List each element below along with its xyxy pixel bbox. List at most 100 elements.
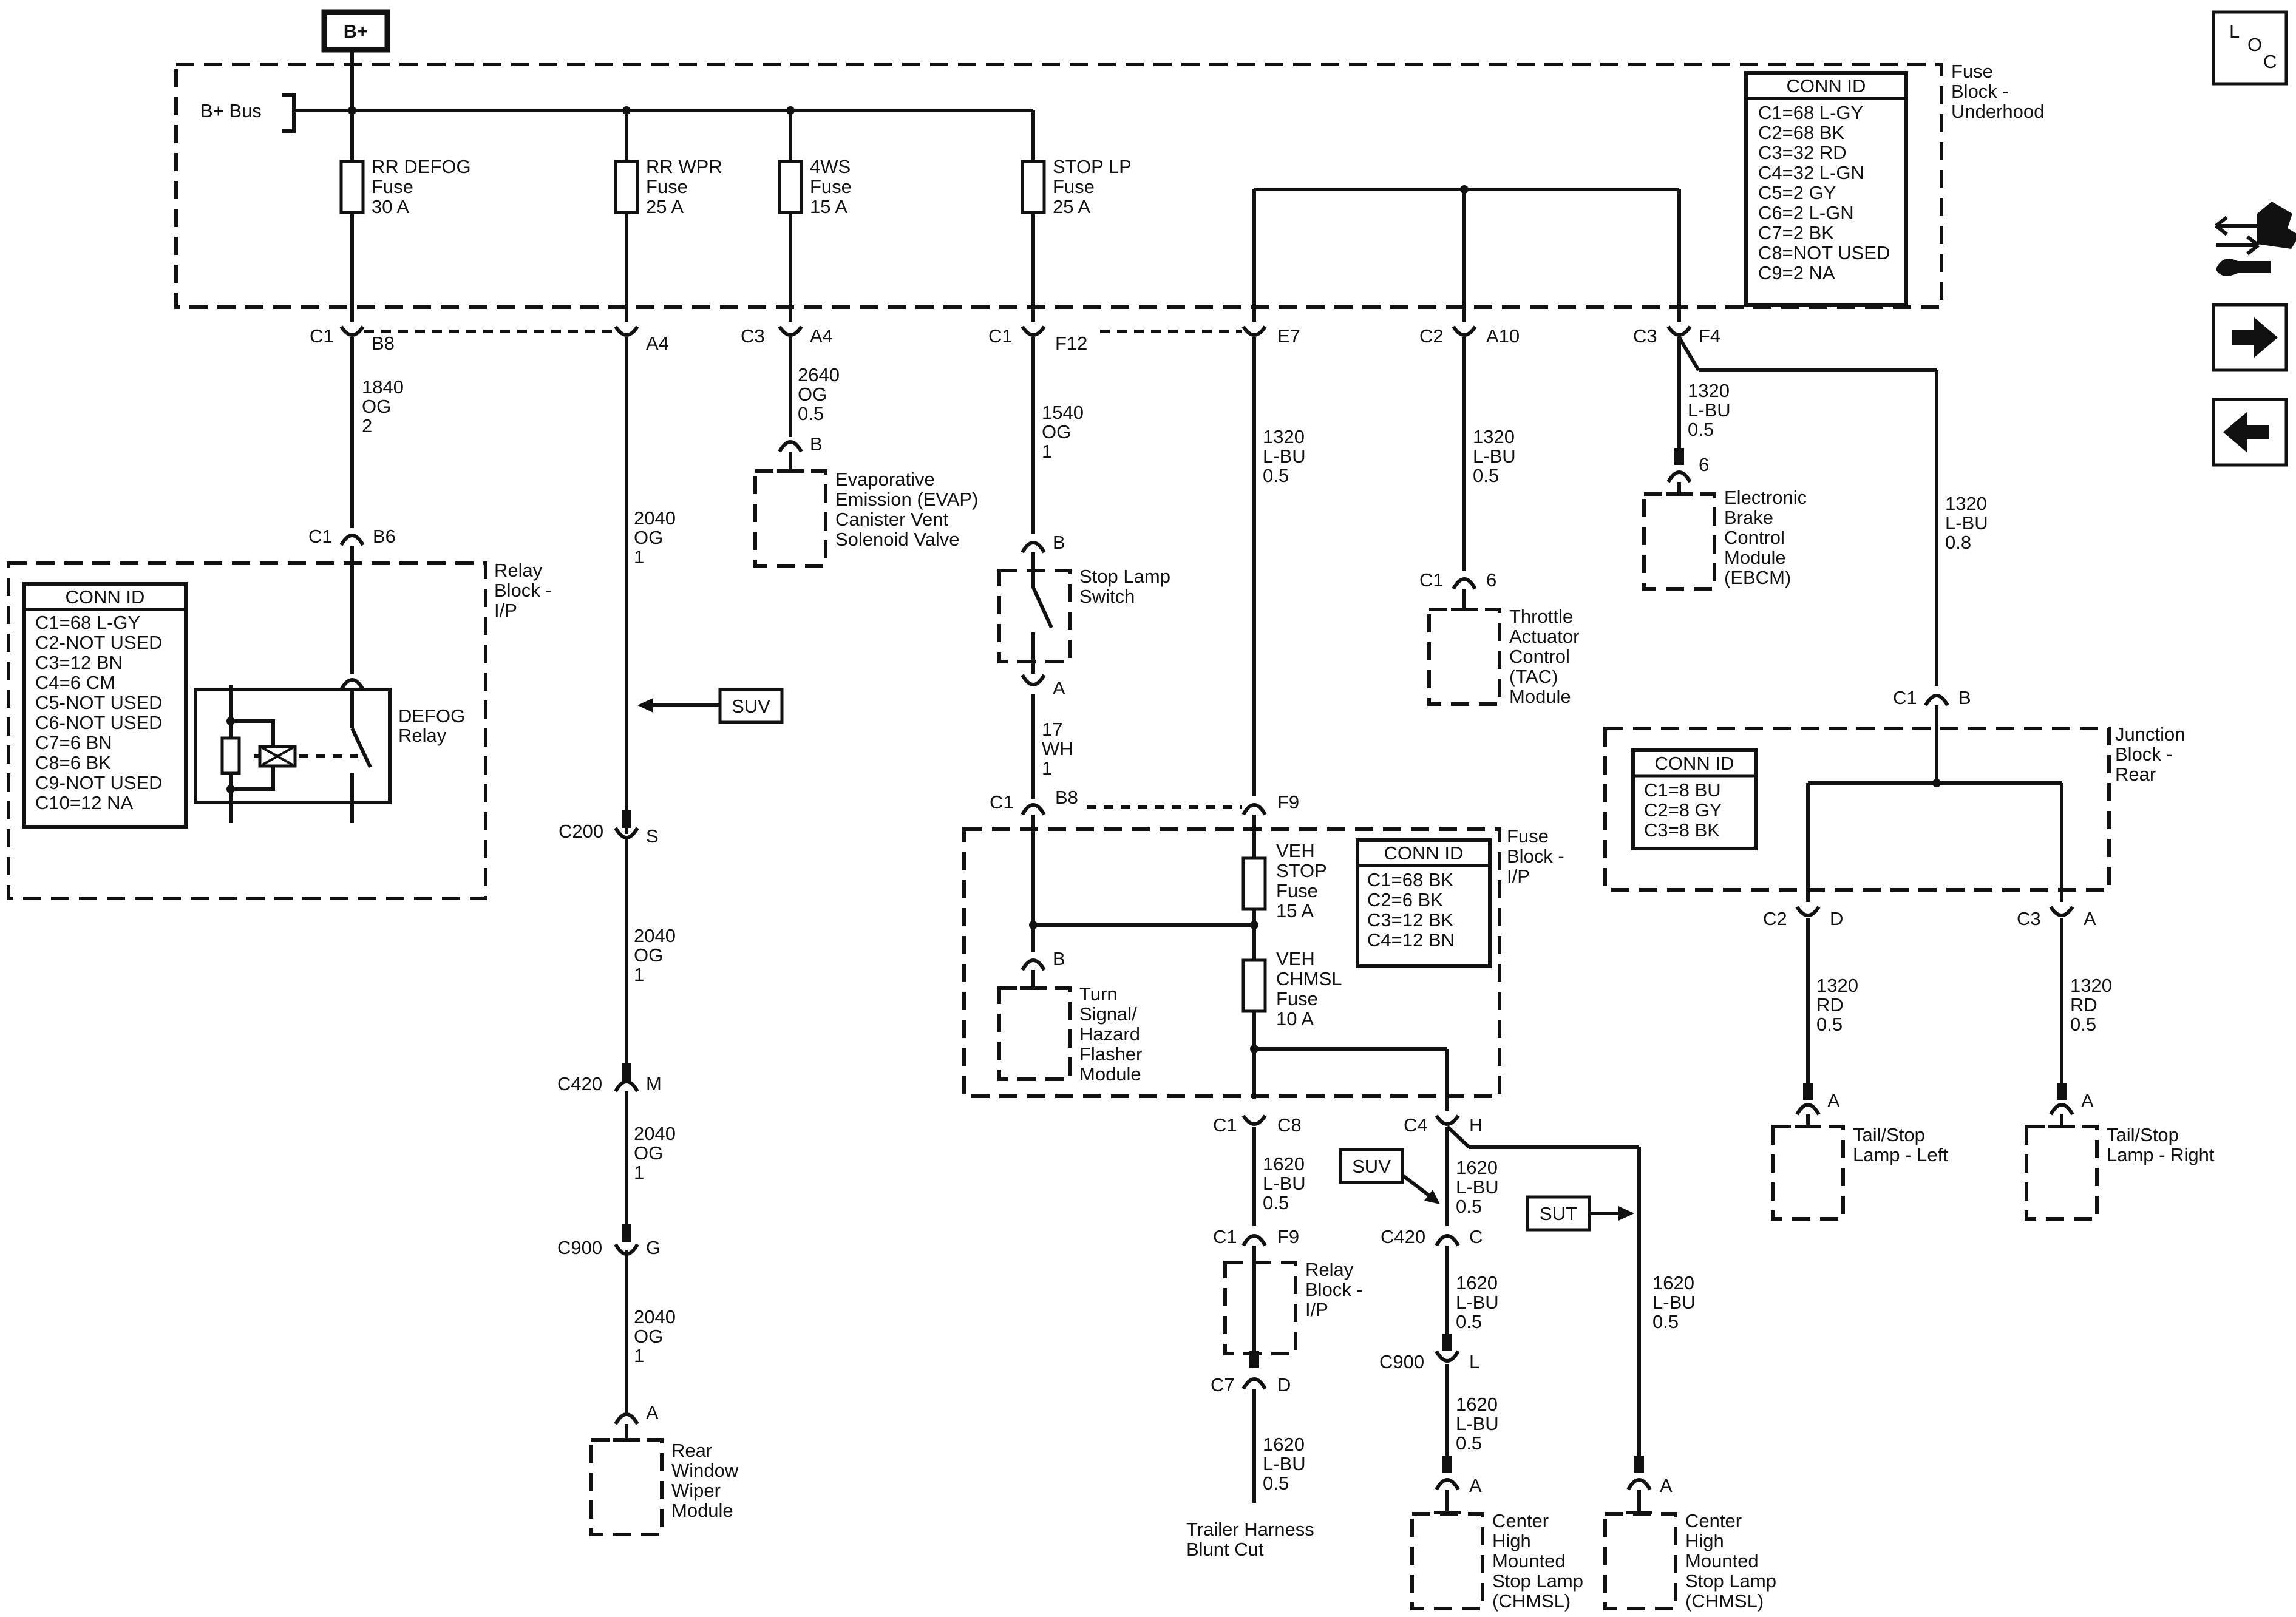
loc-icon[interactable]: L O C	[2212, 10, 2288, 86]
component-label: Signal/	[1079, 1003, 1137, 1025]
connector-label: C200	[559, 821, 603, 842]
component-label: Stop Lamp	[1079, 566, 1170, 587]
fuse-4ws: 4WS Fuse 15 A	[778, 110, 852, 322]
junction-block-title-2: Block -	[2115, 744, 2173, 765]
wire-color: RD	[1816, 994, 1844, 1015]
wire-circuit: 2040	[634, 1306, 676, 1327]
fuse-label: Fuse	[1276, 880, 1318, 901]
connector-pin: A	[1660, 1475, 1673, 1496]
conn-id-title: CONN ID	[1787, 75, 1866, 97]
connector-pin: A4	[646, 333, 669, 354]
relay-label: Relay	[398, 725, 447, 746]
fuse-block-ip-title-2: Block -	[1507, 846, 1564, 867]
connector-pin: B	[1053, 532, 1065, 553]
wire-size: 0.5	[2070, 1014, 2096, 1035]
connector-pin: F4	[1699, 325, 1720, 347]
wire-circuit: 1320	[2070, 975, 2112, 996]
wire-color: OG	[634, 1326, 663, 1347]
wire-color: L-BU	[1473, 446, 1516, 467]
conn-id-row: C8=NOT USED	[1758, 242, 1890, 263]
arrow-left-icon[interactable]	[2212, 398, 2288, 467]
wire-size: 1	[634, 964, 644, 985]
junction-block-rear-title: Junction Block - Rear	[2115, 724, 2185, 785]
junction-block-split	[1806, 779, 2063, 902]
connector-pin: C	[1469, 1226, 1483, 1247]
wire-color: OG	[634, 527, 663, 548]
junction-block-title-1: Junction	[2115, 724, 2185, 745]
connector-pin: 6	[1486, 569, 1496, 591]
component-label: (CHMSL)	[1685, 1590, 1764, 1612]
wire-size: 1	[634, 546, 644, 568]
wire-circuit: 1840	[362, 376, 404, 398]
component-label: Mounted	[1685, 1550, 1759, 1571]
component-label: Emission (EVAP)	[835, 489, 978, 510]
rear-lamps-feed: 1320 L-BU 0.8 C1 B	[1893, 370, 1988, 783]
connector-label: C420	[557, 1073, 602, 1094]
wire-size: 0.8	[1945, 532, 1971, 553]
conn-id-row: C5=2 GY	[1758, 182, 1836, 203]
component-label: Lamp - Left	[1853, 1144, 1948, 1165]
wire-size: 1	[634, 1345, 644, 1366]
connector-pin: G	[646, 1237, 661, 1258]
wire-circuit: 1320	[1688, 380, 1730, 401]
conn-id-title: CONN ID	[1655, 753, 1734, 774]
component-label: Module	[1724, 547, 1786, 568]
connector-label: C1	[308, 526, 333, 547]
conn-id-row: C3=12 BN	[35, 652, 123, 673]
fuse-rr-defog: RR DEFOG Fuse 30 A	[339, 110, 471, 322]
fuse-label: Fuse	[646, 176, 688, 197]
fuse-label: RR WPR	[646, 156, 722, 177]
relay-block-small-label: I/P	[1305, 1299, 1328, 1320]
connector-pin: A	[1827, 1090, 1840, 1111]
connector-pin: B8	[372, 333, 395, 354]
connector-label: C3	[741, 325, 765, 347]
tail-lamp-left-circuit: C2 D 1320 RD 0.5 A Tail/Stop Lamp - Left	[1763, 906, 1948, 1221]
wire-color: L-BU	[1456, 1292, 1499, 1313]
conn-id-title: CONN ID	[66, 586, 145, 608]
connector-label: C3	[2017, 908, 2041, 929]
component-label: Canister Vent	[835, 509, 948, 530]
conn-id-row: C7=2 BK	[1758, 222, 1834, 243]
wire-size: 0.5	[1816, 1014, 1843, 1035]
arrow-right-icon[interactable]	[2212, 303, 2288, 372]
conn-id-title: CONN ID	[1384, 842, 1464, 864]
wire-circuit: 1320	[1816, 975, 1858, 996]
connector-pin: A4	[810, 325, 833, 347]
conn-id-row: C1=68 L-GY	[35, 612, 140, 633]
component-label: Lamp - Right	[2107, 1144, 2215, 1165]
junction-block-title-3: Rear	[2115, 764, 2156, 785]
wire-circuit: 1320	[1945, 493, 1987, 514]
b-plus-label: B+	[344, 21, 369, 42]
component-label: Rear	[671, 1440, 712, 1461]
wrench-swap-icon[interactable]	[2215, 202, 2296, 276]
fuse-label: Fuse	[372, 176, 413, 197]
connector-label: C1	[1419, 569, 1444, 591]
tail-lamp-right-circuit: C3 A 1320 RD 0.5 A Tail/Stop Lamp - Righ…	[2017, 906, 2215, 1221]
wire-circuit: 1620	[1263, 1434, 1305, 1455]
wire-color: L-BU	[1945, 512, 1988, 534]
component-label: Tail/Stop	[1853, 1124, 1925, 1145]
component-label: Control	[1724, 527, 1785, 548]
component-label: Module	[1509, 686, 1571, 707]
fuse-label: Fuse	[1053, 176, 1095, 197]
conn-id-row: C3=32 RD	[1758, 142, 1847, 163]
fuse-label: 25 A	[646, 196, 684, 217]
relay-block-title-3: I/P	[494, 600, 517, 621]
connector-label: C1	[1213, 1226, 1237, 1247]
fuse-block-ip-title-3: I/P	[1507, 866, 1530, 887]
relay-block-ip-title: Relay Block - I/P	[494, 560, 552, 621]
b-plus-bus: B+ Bus	[200, 93, 1033, 133]
connector-pin: D	[1830, 908, 1843, 929]
component-label: (CHMSL)	[1492, 1590, 1571, 1612]
conn-id-row: C4=6 CM	[35, 672, 115, 693]
wire-size: 2	[362, 415, 372, 436]
component-label: Trailer Harness	[1186, 1519, 1314, 1540]
fuse-label: 15 A	[1276, 900, 1314, 921]
relay-block-title-2: Block -	[494, 580, 552, 601]
defog-relay: DEFOG Relay	[194, 678, 465, 823]
chmsl-sut-circuit: SUT 1620 L-BU 0.5 A Center High Mounted …	[1526, 1195, 1776, 1612]
connector-pin: B	[1958, 687, 1971, 708]
connector-pin: A	[1469, 1475, 1482, 1496]
conn-id-row: C1=68 L-GY	[1758, 102, 1863, 123]
wire-size: 0.5	[1263, 1473, 1289, 1494]
